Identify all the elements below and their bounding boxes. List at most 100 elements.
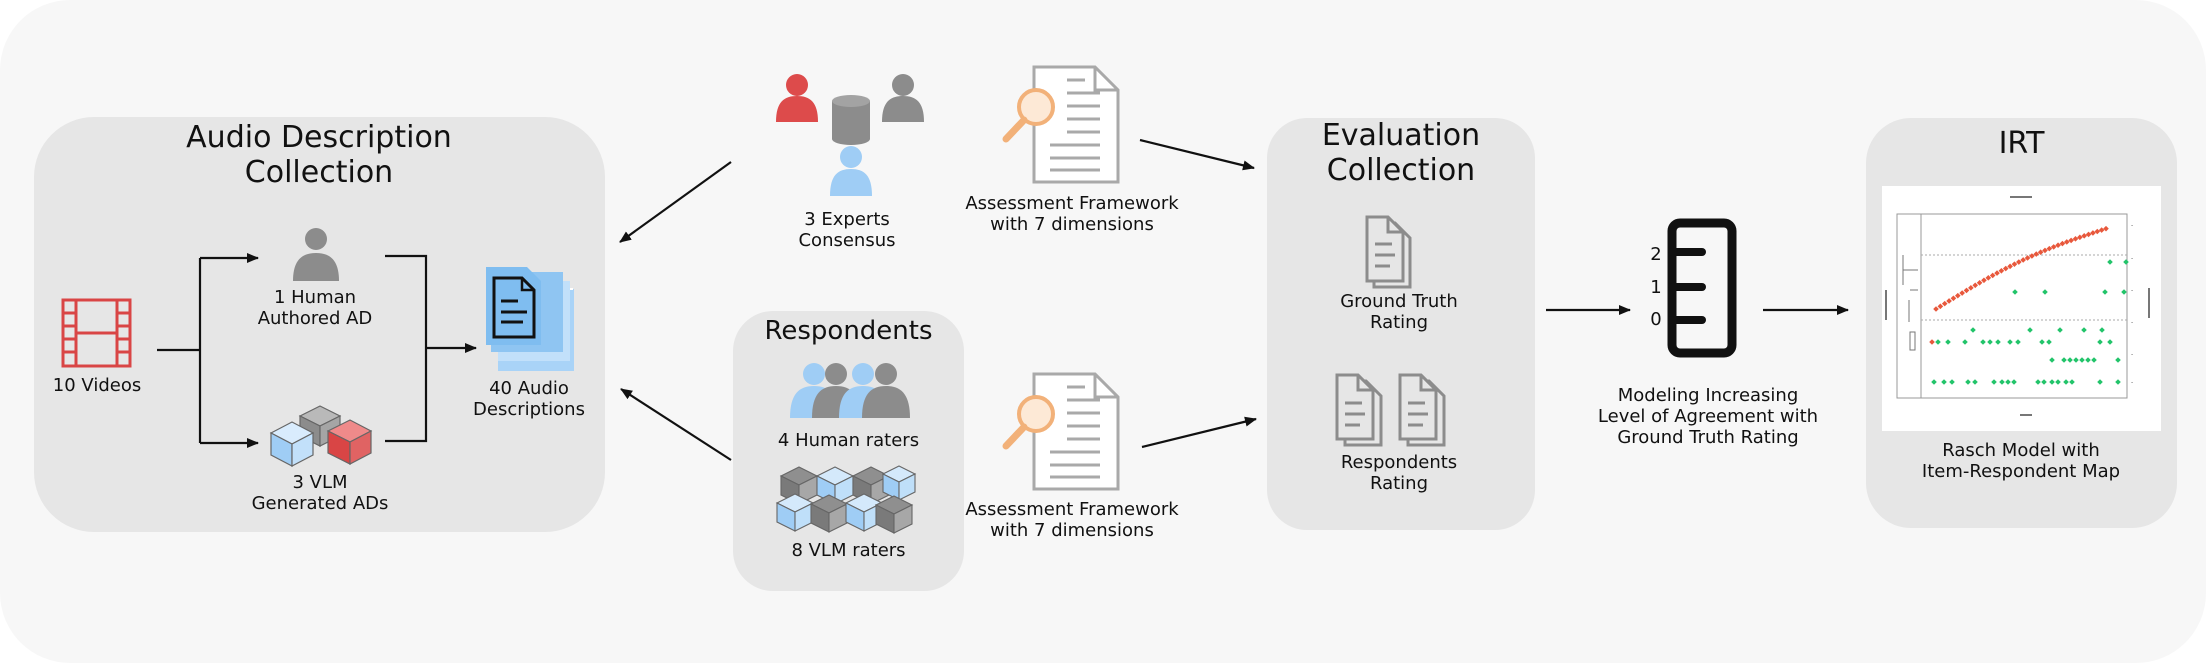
arrow-framework-bottom-to-evaluation	[1141, 416, 1257, 449]
label-vlm-raters: 8 VLM raters	[791, 540, 906, 561]
respondent-point	[2097, 339, 2103, 345]
label-videos: 10 Videos	[52, 375, 142, 396]
ground-truth-document-icon	[1365, 215, 1412, 289]
panel-title-audio-description-collection: Audio Description Collection	[186, 120, 452, 190]
respondents-documents-icon	[1335, 373, 1446, 447]
plot-thumbnail: - - - - - -	[1882, 186, 2161, 431]
respondent-point	[1995, 339, 2001, 345]
item-point	[2077, 234, 2083, 241]
item-point	[2085, 231, 2092, 238]
item-point	[1985, 275, 1992, 281]
respondent-point	[1987, 339, 1993, 345]
panel-title-respondents: Respondents	[764, 316, 933, 346]
panel-title-evaluation-collection: Evaluation Collection	[1321, 118, 1481, 188]
respondent-point	[2012, 289, 2018, 295]
item-point	[1968, 285, 1974, 291]
people-group-icon	[790, 363, 910, 418]
respondent-point	[2015, 339, 2021, 345]
respondent-point	[1980, 339, 1986, 345]
item-point	[2103, 225, 2109, 232]
item-point	[1981, 277, 1987, 284]
item-point	[2024, 255, 2031, 261]
respondent-point	[2055, 379, 2061, 385]
label-modeling: Modeling Increasing Level of Agreement w…	[1597, 385, 1819, 449]
respondent-point	[2099, 327, 2105, 333]
item-point	[2033, 251, 2040, 257]
respondent-point	[2085, 357, 2091, 363]
respondent-point	[2073, 357, 2079, 363]
respondent-point	[2046, 339, 2052, 345]
connector-lines	[157, 253, 477, 448]
item-point	[1946, 298, 1952, 304]
respondent-point	[1962, 339, 1968, 345]
respondent-point	[2063, 379, 2069, 385]
item-point	[2042, 247, 2048, 254]
item-point	[1933, 306, 1939, 312]
item-point	[2037, 249, 2044, 256]
irt-points	[1929, 225, 2129, 385]
respondent-point	[2057, 327, 2063, 333]
respondent-point	[2039, 339, 2045, 345]
label-audio-descriptions: 40 Audio Descriptions	[473, 378, 585, 421]
respondent-point	[2079, 357, 2085, 363]
item-point	[2050, 244, 2057, 250]
item-point	[1976, 279, 1983, 286]
respondent-point	[2115, 357, 2121, 363]
panel-title-irt: IRT	[1998, 126, 2045, 161]
respondent-point	[1965, 379, 1971, 385]
item-point	[2007, 263, 2013, 270]
label-experts: 3 Experts Consensus	[798, 209, 896, 252]
scale-icon	[1667, 218, 1737, 358]
respondent-point	[2107, 259, 2113, 265]
documents-icon	[486, 267, 574, 371]
svg-text:-: -	[2131, 287, 2133, 294]
item-point	[1994, 270, 2000, 276]
label-vlm-ads: 3 VLM Generated ADs	[251, 472, 389, 515]
item-point	[1998, 267, 2005, 274]
item-point	[2055, 242, 2061, 249]
film-icon	[61, 298, 132, 368]
item-point	[2072, 236, 2079, 242]
arrow-experts-to-collection	[619, 161, 732, 243]
svg-text:-: -	[2131, 319, 2133, 326]
respondent-point	[2081, 327, 2087, 333]
label-framework-bottom: Assessment Framework with 7 dimensions	[965, 499, 1179, 542]
respondent-point	[2041, 379, 2047, 385]
flow-arrows	[619, 138, 1849, 461]
scale-tick-0: 0	[1650, 309, 1662, 330]
respondent-point	[2027, 327, 2033, 333]
respondent-point	[1945, 339, 1951, 345]
respondent-point	[2049, 379, 2055, 385]
scale-tick-1: 1	[1650, 277, 1662, 298]
arrow-respondents-to-collection	[620, 388, 732, 461]
respondent-point	[2005, 379, 2011, 385]
respondent-point	[1935, 339, 1941, 345]
label-framework-top: Assessment Framework with 7 dimensions	[965, 193, 1179, 236]
item-point	[2029, 253, 2035, 259]
respondent-point	[2121, 289, 2127, 295]
database-icon	[832, 95, 870, 145]
item-point	[2016, 259, 2022, 265]
respondent-point	[1931, 379, 1937, 385]
respondent-point	[1949, 379, 1955, 385]
item-point	[1972, 282, 1979, 289]
label-ground-truth: Ground Truth Rating	[1340, 291, 1458, 334]
item-point	[2046, 245, 2053, 252]
item-point	[2098, 227, 2105, 233]
respondent-point	[2042, 289, 2048, 295]
respondent-point	[1991, 379, 1997, 385]
respondent-point	[2123, 259, 2129, 265]
svg-text:-: -	[2131, 379, 2133, 386]
item-point	[1963, 287, 1970, 294]
respondent-point	[2007, 339, 2013, 345]
item-point	[2002, 265, 2009, 272]
item-point	[1937, 303, 1944, 310]
respondent-point	[2097, 379, 2103, 385]
label-human-raters: 4 Human raters	[777, 430, 920, 451]
item-point	[2081, 233, 2088, 239]
respondent-point	[2061, 357, 2067, 363]
experts-icon	[776, 74, 924, 196]
arrow-framework-top-to-evaluation	[1139, 138, 1255, 171]
